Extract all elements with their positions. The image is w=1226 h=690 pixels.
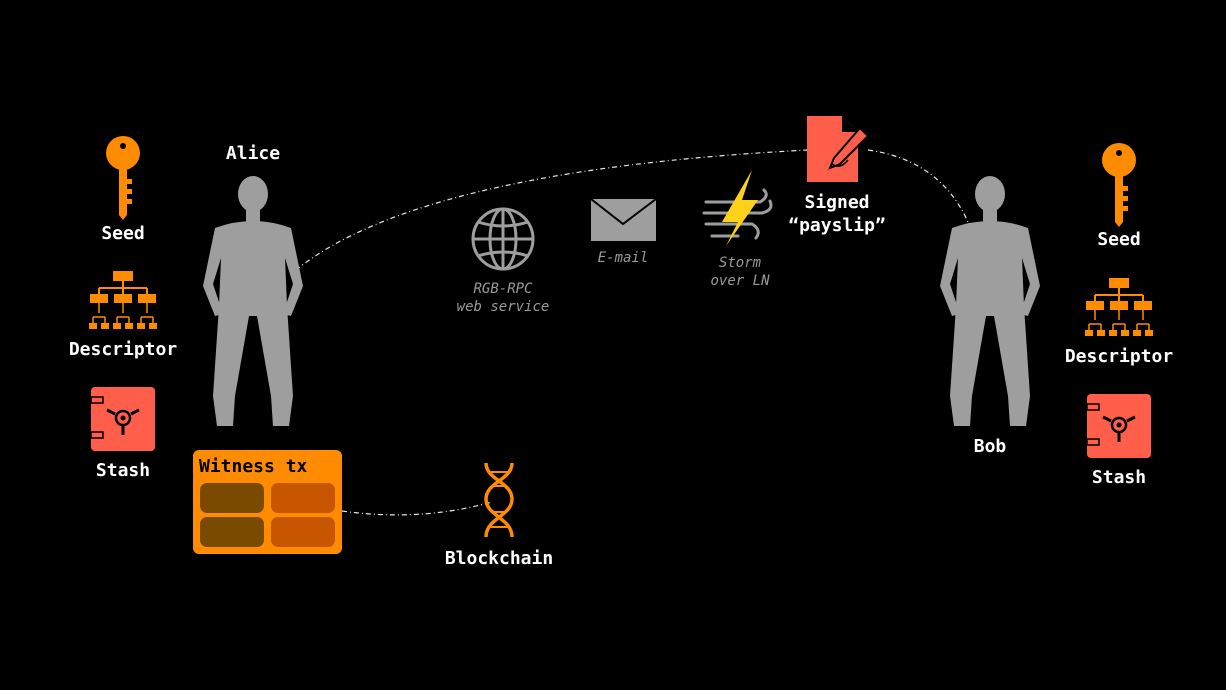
connector-witness-blockchain [341,501,493,516]
alice-stash-label: Stash [95,460,151,481]
alice-person-icon [203,176,303,426]
witness-tx-title: Witness tx [199,456,308,477]
bob-person-icon [940,176,1040,426]
payslip-label-line2: “payslip” [788,215,886,236]
witness-tx-cell [271,483,335,513]
connector-alice-payslip [295,149,809,271]
storm-label-line1: Storm [718,255,762,271]
bob-descriptor-label: Descriptor [1064,346,1174,367]
rgb-rpc-label-line1: RGB-RPC [473,281,533,297]
rgb-rpc-label: RGB-RPC web service [457,280,550,316]
bob-seed-key-icon [1102,143,1136,227]
rgb-rpc-label-line2: web service [456,299,550,315]
alice-name-label: Alice [225,143,281,164]
storm-label-line2: over LN [710,273,770,289]
alice-seed-key-icon [106,136,140,220]
alice-seed-label: Seed [101,223,145,244]
bob-descriptor-hierarchy-icon [1084,277,1154,337]
email-label: E-mail [597,250,649,266]
witness-tx-cell [200,517,264,547]
payslip-label: Signed “payslip” [788,191,886,237]
alice-descriptor-label: Descriptor [68,339,178,360]
bob-name-label: Bob [973,436,1007,457]
document-pen-icon [807,116,870,182]
alice-stash-safe-icon [89,385,157,453]
witness-tx-block: Witness tx [193,450,342,554]
storm-label: Storm over LN [710,254,769,290]
witness-tx-cell [271,517,335,547]
alice-descriptor-hierarchy-icon [88,270,158,330]
lightning-icon [702,170,773,246]
connector-payslip-bob [867,149,969,223]
bob-stash-label: Stash [1091,467,1147,488]
bob-stash-safe-icon [1085,392,1153,460]
bob-seed-label: Seed [1097,229,1141,250]
envelope-icon [590,198,657,241]
globe-icon [471,207,535,271]
dna-icon [484,462,514,538]
payslip-label-line1: Signed [804,192,870,213]
blockchain-label: Blockchain [444,548,554,569]
witness-tx-cell [200,483,264,513]
